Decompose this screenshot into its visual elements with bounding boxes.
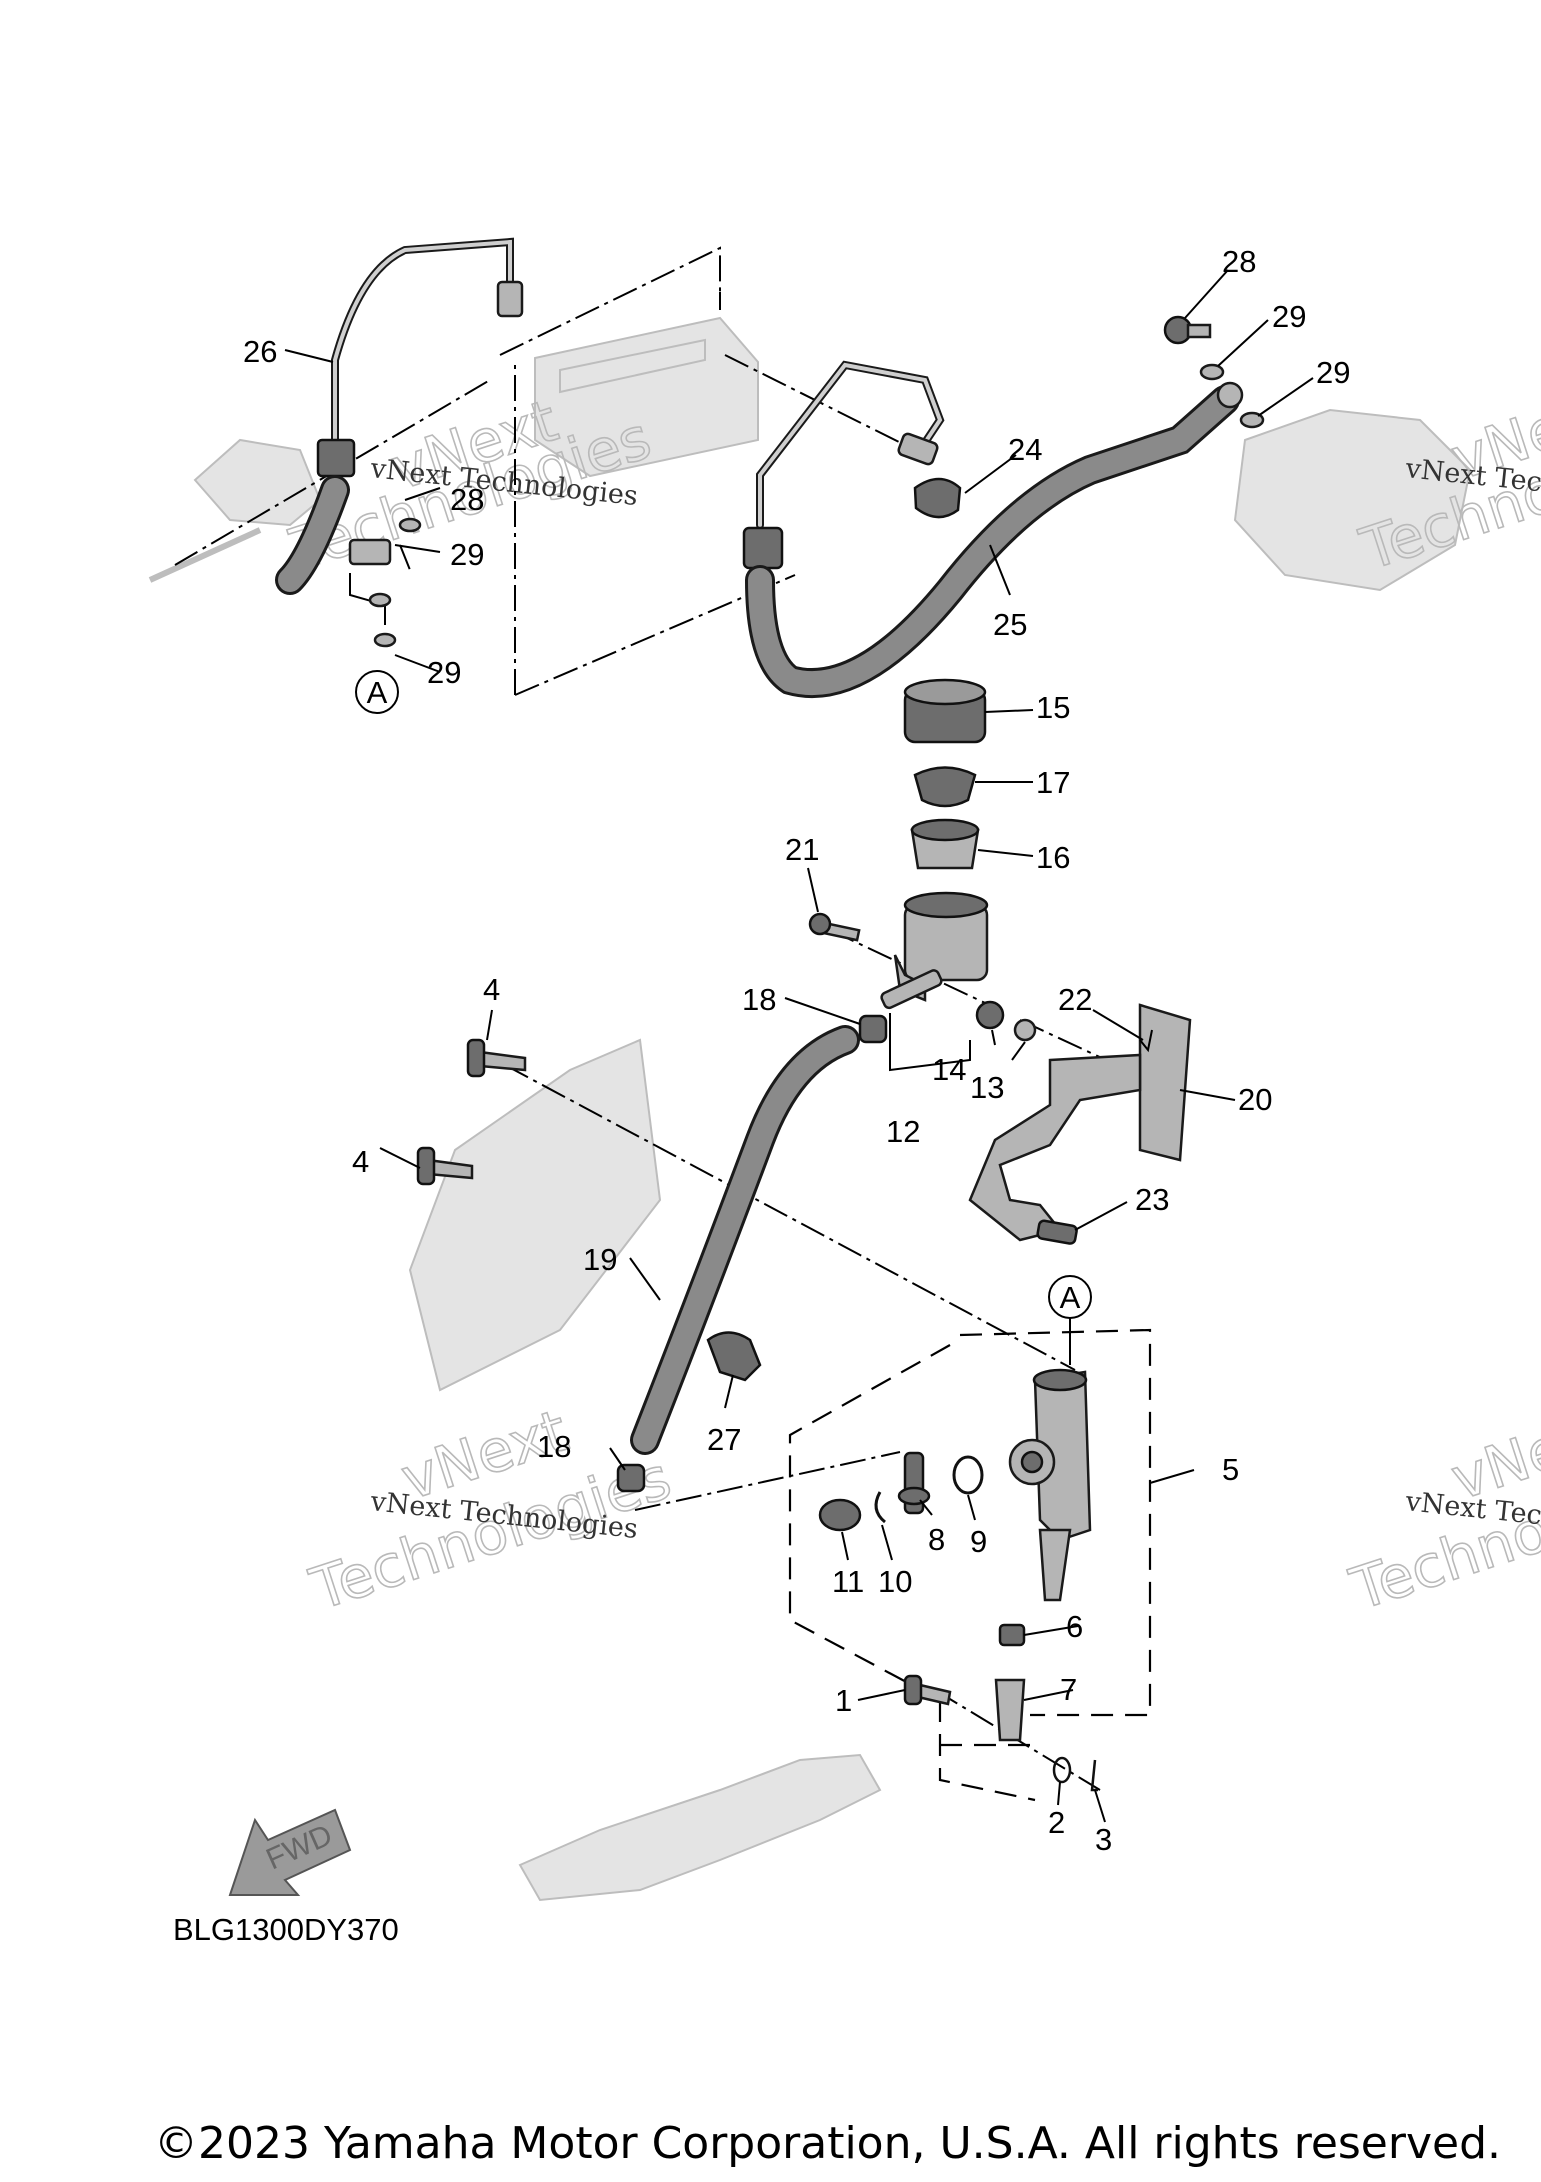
boot-11 bbox=[818, 1498, 862, 1532]
reservoir-hose-19 bbox=[630, 1025, 860, 1455]
circlip-10 bbox=[874, 1491, 886, 1524]
leader-lines bbox=[284, 269, 1314, 1823]
callout-1: 1 bbox=[835, 1683, 852, 1718]
svg-text:A: A bbox=[367, 675, 388, 710]
clevis-7 bbox=[994, 1678, 1026, 1742]
callout-28-top: 28 bbox=[1222, 244, 1256, 279]
bolt-1 bbox=[903, 1674, 952, 1706]
callout-2: 2 bbox=[1048, 1805, 1065, 1840]
callout-26: 26 bbox=[243, 334, 277, 369]
ghost-abs-unit bbox=[534, 316, 759, 478]
circlip-9 bbox=[952, 1455, 984, 1495]
callout-22: 22 bbox=[1058, 982, 1092, 1017]
reference-marker-a-bottom: A bbox=[1048, 1275, 1092, 1365]
washers-29 bbox=[368, 363, 1265, 648]
callout-18-upper: 18 bbox=[742, 982, 776, 1017]
union-bolt-28 bbox=[1163, 315, 1212, 345]
assembly-group-outline bbox=[788, 1328, 1152, 1802]
callout-13: 13 bbox=[970, 1070, 1004, 1105]
ghost-frame-bracket bbox=[408, 1038, 662, 1392]
svg-text:A: A bbox=[1060, 1280, 1081, 1315]
callout-5: 5 bbox=[1222, 1452, 1239, 1487]
callout-29-left: 29 bbox=[450, 537, 484, 572]
diagram-code: BLG1300DY370 bbox=[173, 1912, 399, 1947]
callout-24: 24 bbox=[1008, 432, 1042, 467]
callout-18-lower: 18 bbox=[537, 1429, 571, 1464]
callout-25: 25 bbox=[993, 607, 1027, 642]
clip-18 bbox=[616, 1014, 888, 1493]
callout-14: 14 bbox=[932, 1052, 966, 1087]
collar-13 bbox=[1013, 1018, 1037, 1042]
piston-8 bbox=[897, 1451, 931, 1515]
bolt-4-upper bbox=[466, 1038, 527, 1078]
callout-29-top: 29 bbox=[1272, 299, 1306, 334]
master-cylinder-5 bbox=[1008, 1368, 1092, 1602]
callout-4-upper: 4 bbox=[483, 972, 500, 1007]
callout-3: 3 bbox=[1095, 1822, 1112, 1857]
bolt-21 bbox=[808, 912, 861, 942]
reservoir-cap-15 bbox=[903, 678, 987, 744]
hose-joint-12 bbox=[880, 969, 943, 1010]
callout-16: 16 bbox=[1036, 840, 1070, 875]
callout-7: 7 bbox=[1060, 1672, 1077, 1707]
brake-hose-25 bbox=[742, 360, 1244, 699]
callout-9: 9 bbox=[970, 1524, 987, 1559]
callout-23: 23 bbox=[1135, 1182, 1169, 1217]
callout-20: 20 bbox=[1238, 1082, 1272, 1117]
clamp-27 bbox=[706, 1331, 762, 1382]
ghost-rear-caliper bbox=[1233, 408, 1472, 592]
callout-15: 15 bbox=[1036, 690, 1070, 725]
callout-17: 17 bbox=[1036, 765, 1070, 800]
ghost-left-bracket bbox=[148, 438, 322, 583]
washer-2 bbox=[1052, 1756, 1072, 1784]
locknut-6 bbox=[998, 1623, 1026, 1647]
callout-29-right: 29 bbox=[1316, 355, 1350, 390]
callout-8: 8 bbox=[928, 1522, 945, 1557]
callout-11: 11 bbox=[832, 1564, 864, 1599]
cotter-pin-3 bbox=[1090, 1759, 1098, 1792]
spring-23 bbox=[1036, 1219, 1078, 1245]
diaphragm-holder-16 bbox=[910, 818, 980, 870]
reference-marker-a-top: A bbox=[355, 670, 399, 714]
hose-clamp-24 bbox=[913, 477, 962, 519]
copyright-footer: ©2023 Yamaha Motor Corporation, U.S.A. A… bbox=[154, 2118, 1501, 2169]
callout-29-bottom: 29 bbox=[427, 655, 461, 690]
callout-19: 19 bbox=[583, 1242, 617, 1277]
callout-6: 6 bbox=[1066, 1609, 1083, 1644]
fwd-arrow-icon: FWD bbox=[228, 1808, 352, 1896]
bracket-20 bbox=[968, 1003, 1192, 1242]
clip-22 bbox=[1139, 1029, 1153, 1053]
callout-12: 12 bbox=[886, 1114, 920, 1149]
diaphragm-17 bbox=[913, 766, 977, 808]
callout-28-left: 28 bbox=[450, 482, 484, 517]
ghost-brake-pedal bbox=[518, 1753, 882, 1902]
callout-21: 21 bbox=[785, 832, 819, 867]
callout-10: 10 bbox=[878, 1564, 912, 1599]
callout-27: 27 bbox=[707, 1422, 741, 1457]
callout-labels: 1 2 3 4 4 5 6 7 8 9 10 11 12 13 14 15 16… bbox=[243, 244, 1350, 1857]
callout-4-lower: 4 bbox=[352, 1144, 369, 1179]
grommet-14 bbox=[975, 1000, 1005, 1030]
brake-pipe-26 bbox=[275, 237, 524, 595]
